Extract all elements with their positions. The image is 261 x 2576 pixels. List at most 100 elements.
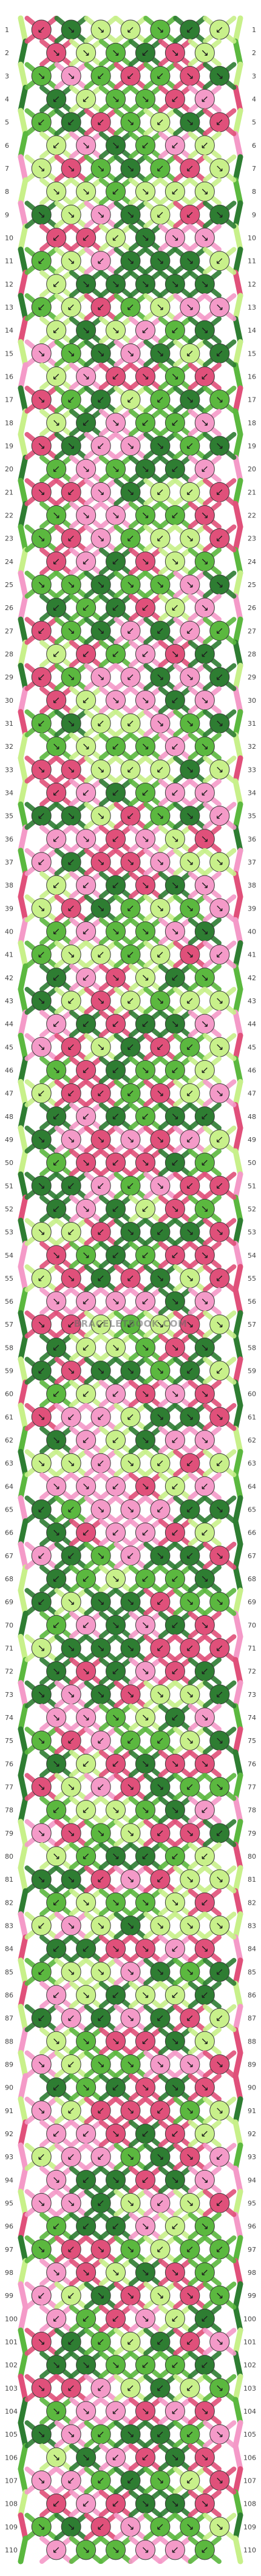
knot-arrow-icon (98, 1183, 104, 1189)
row-number-left: 103 (5, 2385, 18, 2392)
row-number-left: 72 (5, 1668, 13, 1676)
row-number-left: 39 (5, 905, 13, 912)
knot (24, 1541, 58, 1570)
knot (98, 963, 133, 992)
knot-arrow-icon (187, 2154, 193, 2160)
knot-arrow-icon (127, 2339, 134, 2345)
knot (98, 1657, 133, 1685)
edge-string-left (18, 1264, 29, 1293)
edge-string-left (18, 1310, 29, 1339)
knot-arrow-icon (187, 1044, 193, 1050)
knot-arrow-icon (172, 743, 178, 749)
knot (114, 478, 147, 506)
knot-arrow-icon (83, 1622, 89, 1628)
knot-arrow-icon (113, 50, 119, 56)
knot (158, 316, 192, 345)
row-number-left: 56 (5, 1298, 13, 1306)
knot (114, 1403, 147, 1431)
knot-arrow-icon (38, 1738, 44, 1744)
knot-arrow-icon (98, 2108, 104, 2114)
knot (158, 732, 192, 761)
row-number-left: 5 (5, 119, 9, 127)
knot-arrow-icon (172, 1715, 178, 1721)
edge-string-right (232, 802, 243, 831)
row-number-left: 27 (5, 627, 13, 635)
edge-string-left (18, 524, 29, 553)
knot (143, 108, 177, 136)
row-number-right: 46 (248, 1066, 256, 1074)
knot (54, 617, 88, 645)
knot-arrow-icon (127, 2108, 134, 2114)
edge-string-left (18, 986, 29, 1015)
edge-string-right (232, 732, 243, 761)
knot-arrow-icon (202, 1668, 208, 1675)
knot-arrow-icon (217, 628, 223, 634)
knot-arrow-icon (83, 1114, 89, 1120)
row-number-right: 89 (248, 2060, 256, 2068)
knot-arrow-icon (53, 2408, 59, 2414)
knot-arrow-icon (38, 2292, 44, 2299)
knot (158, 2258, 192, 2287)
knot (69, 1426, 103, 1455)
edge-string-right (232, 1356, 243, 1386)
knot-arrow-icon (157, 27, 163, 33)
knot (24, 1495, 58, 1524)
knot-arrow-icon (172, 1576, 178, 1582)
knot (54, 663, 88, 691)
knot (54, 1634, 88, 1662)
row-number-left: 17 (5, 396, 13, 404)
knot-arrow-icon (187, 2385, 193, 2391)
knot-arrow-icon (157, 2339, 163, 2345)
knot (24, 1264, 58, 1292)
knot (188, 1518, 222, 1547)
knot (84, 802, 118, 830)
knot-arrow-icon (142, 1252, 148, 1258)
knot-arrow-icon (127, 2524, 134, 2530)
knot-arrow-icon (98, 489, 104, 496)
edge-string-left (18, 1842, 29, 1871)
edge-string-left (18, 2327, 29, 2357)
edge-string-right (232, 986, 243, 1015)
knot (143, 2328, 177, 2356)
knot (173, 1403, 207, 1431)
knot (128, 501, 163, 529)
knot-arrow-icon (38, 2108, 44, 2114)
knot-arrow-icon (142, 2131, 148, 2137)
edge-string-left (18, 108, 29, 137)
knot-arrow-icon (38, 443, 44, 449)
knot-arrow-icon (113, 1853, 119, 1859)
knot-arrow-icon (98, 1784, 104, 1790)
knot (173, 1773, 207, 1801)
row-number-right: 60 (248, 1390, 256, 1398)
row-number-left: 91 (5, 2107, 13, 2115)
knot-arrow-icon (202, 1946, 208, 1952)
knot (54, 2466, 88, 2495)
knot (114, 385, 147, 414)
knot-arrow-icon (217, 2385, 223, 2391)
knot (128, 2397, 163, 2426)
knot (84, 1172, 118, 1200)
knot-arrow-icon (38, 859, 44, 865)
edge-string-left (18, 2420, 29, 2449)
knot-arrow-icon (157, 2015, 163, 2021)
knot (143, 201, 177, 229)
knot-arrow-icon (38, 1876, 44, 1882)
knot-arrow-icon (53, 1576, 59, 1582)
edge-string-right (232, 2397, 243, 2426)
edge-string-left (18, 894, 29, 923)
row-number-left: 35 (5, 812, 13, 820)
knot (188, 547, 222, 576)
knot-arrow-icon (202, 188, 208, 194)
row-number-right: 106 (243, 2454, 256, 2461)
knot-arrow-icon (157, 952, 163, 958)
row-number-right: 47 (248, 1090, 256, 1098)
knot-arrow-icon (217, 1321, 223, 1327)
knot-arrow-icon (187, 720, 193, 726)
knot (114, 2512, 147, 2541)
knot-arrow-icon (172, 1067, 178, 1074)
knot (84, 1310, 118, 1339)
knot-arrow-icon (113, 1344, 119, 1351)
knot-arrow-icon (68, 1784, 74, 1790)
row-number-right: 31 (248, 720, 256, 728)
knot-arrow-icon (68, 2108, 74, 2114)
